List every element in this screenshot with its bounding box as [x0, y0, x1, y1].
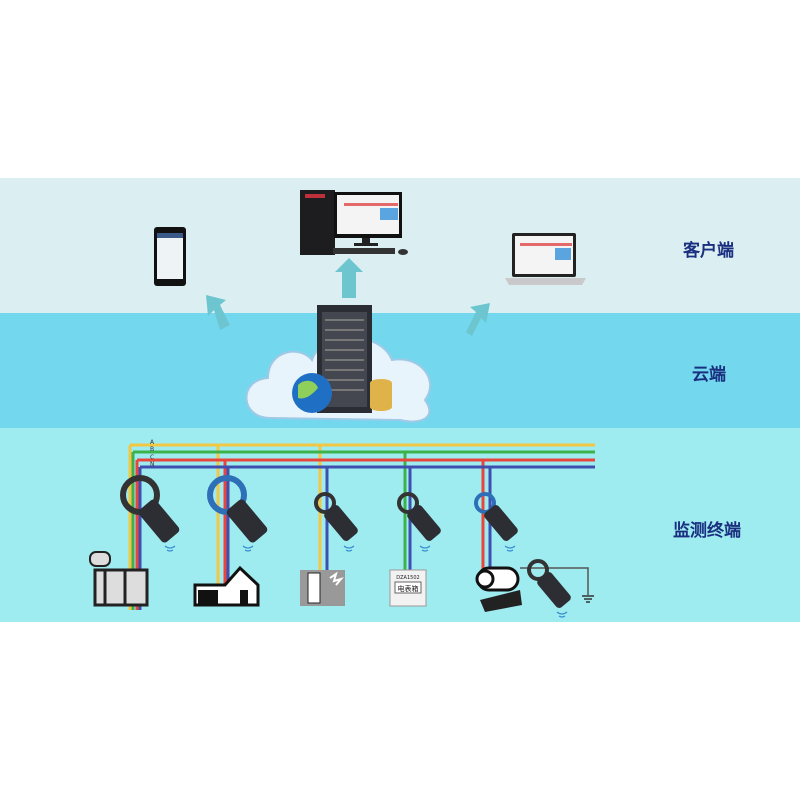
- desktop-computer-icon: [300, 190, 408, 255]
- arrow-up-icon: [335, 258, 363, 298]
- cloud-layer-label: 云端: [692, 365, 726, 385]
- svg-text:DZA1502: DZA1502: [396, 575, 419, 581]
- meter-box-icon: DZA1502 电表箱: [389, 569, 427, 607]
- clamp-meter-icon: [207, 475, 268, 543]
- clamp-meter-icon: [397, 492, 441, 541]
- arrow-up-right-icon: [466, 303, 490, 336]
- distribution-cabinet-icon: [300, 570, 345, 606]
- wireless-signal-icons: [164, 545, 568, 618]
- ground-icon: [582, 595, 594, 603]
- wire-label-b: B: [150, 446, 154, 453]
- wire-label-n: N: [150, 461, 155, 468]
- wire-label-c: C: [150, 454, 154, 461]
- clamp-meter-icon: [314, 492, 358, 541]
- motor-icon: [475, 566, 522, 612]
- cloud-server-icon: [245, 305, 432, 423]
- client-layer-label: 客户端: [683, 241, 734, 261]
- svg-text:电表箱: 电表箱: [398, 584, 419, 593]
- clamp-meter-sensors: [120, 475, 571, 608]
- clamp-meter-icon: [120, 475, 180, 543]
- arrow-up-left-icon: [206, 295, 230, 330]
- upload-arrows: [206, 258, 490, 336]
- house-icon: [193, 565, 260, 607]
- smartphone-icon: [154, 227, 186, 286]
- clamp-meter-icon: [474, 492, 518, 541]
- wire-labels: A B C N: [150, 439, 155, 468]
- laptop-icon: [505, 233, 586, 285]
- database-icon: [370, 379, 392, 411]
- transformer-icon: [89, 551, 149, 607]
- terminal-layer-label: 监测终端: [673, 521, 741, 541]
- clamp-meter-icon: [527, 559, 571, 608]
- wire-label-a: A: [150, 439, 155, 446]
